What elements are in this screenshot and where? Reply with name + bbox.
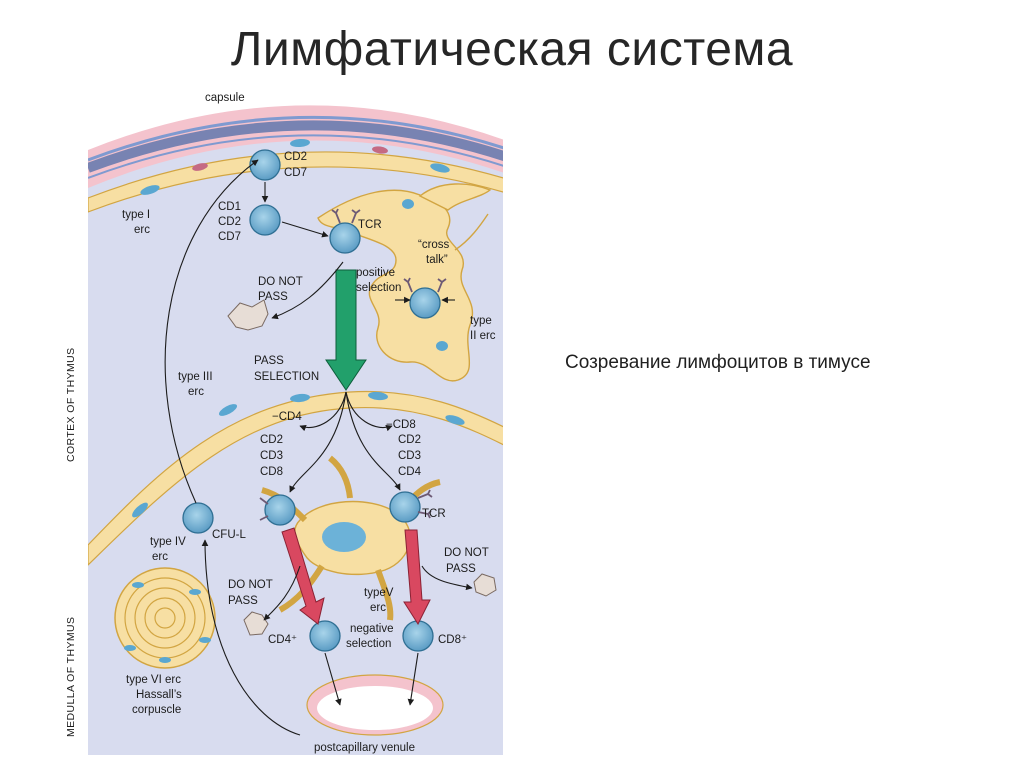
label-cd3-right: CD3	[398, 450, 421, 462]
label-type-ii-erc: II erc	[470, 330, 496, 342]
label-postcapillary: postcapillary venule	[314, 742, 415, 754]
label-minus-cd4: −CD4	[272, 411, 302, 423]
label-selection-2: SELECTION	[254, 371, 319, 383]
label-cd2-right: CD2	[398, 434, 421, 446]
label-capsule: capsule	[205, 92, 245, 104]
label-cd4-right: CD4	[398, 466, 422, 478]
label-cd2-mid: CD2	[218, 216, 241, 228]
type-i-erc-layer	[88, 151, 503, 213]
lymphocytes	[182, 149, 441, 652]
label-cd1: CD1	[218, 201, 241, 213]
label-cd7-top: CD7	[284, 167, 307, 179]
label-type-iii: type III	[178, 371, 213, 383]
label-pass-1: PASS	[258, 291, 288, 303]
label-do-not-1: DO NOT	[258, 276, 303, 288]
label-type-ii: type	[470, 315, 492, 327]
label-pass-3: PASS	[446, 563, 476, 575]
label-type-i-erc: erc	[134, 224, 150, 236]
slide-caption: Созревание лимфоцитов в тимусе	[565, 352, 871, 373]
apoptotic-cells	[227, 299, 497, 636]
label-cfu-l: CFU-L	[212, 529, 246, 541]
postcapillary-venule	[306, 674, 444, 736]
label-type-iv: type IV	[150, 536, 186, 548]
label-cd2-left: CD2	[260, 434, 283, 446]
label-type-iv-erc: erc	[152, 551, 168, 563]
label-minus-cd8: −CD8	[386, 419, 416, 431]
label-pass-2: PASS	[228, 595, 258, 607]
label-cd8-plus: CD8⁺	[438, 634, 467, 646]
label-selection-3: selection	[346, 638, 391, 650]
label-selection-1: selection	[356, 282, 401, 294]
slide-title: Лимфатическая система	[230, 23, 794, 76]
label-type-v: typeV	[364, 587, 394, 599]
label-talk: talk”	[426, 254, 448, 266]
label-positive: positive	[356, 267, 395, 279]
type-ii-erc	[317, 183, 492, 382]
label-type-i: type I	[122, 209, 150, 221]
negative-selection-arrow-left	[281, 527, 325, 625]
label-tcr-bottom: TCR	[422, 508, 446, 520]
cortex-label: CORTEX OF THYMUS	[65, 347, 77, 462]
label-type-v-erc: erc	[370, 602, 386, 614]
positive-selection-arrow	[325, 269, 367, 391]
label-cd3-left: CD3	[260, 450, 283, 462]
label-do-not-3: DO NOT	[444, 547, 489, 559]
label-type-vi: type VI erc	[126, 674, 181, 686]
label-cd7-mid: CD7	[218, 231, 241, 243]
label-cross: “cross	[418, 239, 450, 251]
diagram-labels: capsule CD2 CD7 CD1 CD2 CD7 type I erc T…	[122, 92, 496, 754]
type-iii-erc-band	[88, 390, 503, 566]
label-cd8-left: CD8	[260, 466, 283, 478]
label-pass-sel: PASS	[254, 355, 284, 367]
label-cd4-plus: CD4⁺	[268, 634, 297, 646]
hassalls-corpuscle	[114, 567, 216, 669]
medulla-label: MEDULLA OF THYMUS	[65, 617, 77, 737]
label-do-not-2: DO NOT	[228, 579, 273, 591]
label-cd2-top: CD2	[284, 151, 307, 163]
label-type-iii-erc: erc	[188, 386, 204, 398]
label-negative: negative	[350, 623, 393, 635]
label-hassalls: Hassall’s	[136, 689, 182, 701]
capsule-band	[88, 105, 503, 188]
label-corpuscle: corpuscle	[132, 704, 181, 716]
negative-selection-arrow-right	[403, 529, 431, 626]
label-tcr-top: TCR	[358, 219, 382, 231]
